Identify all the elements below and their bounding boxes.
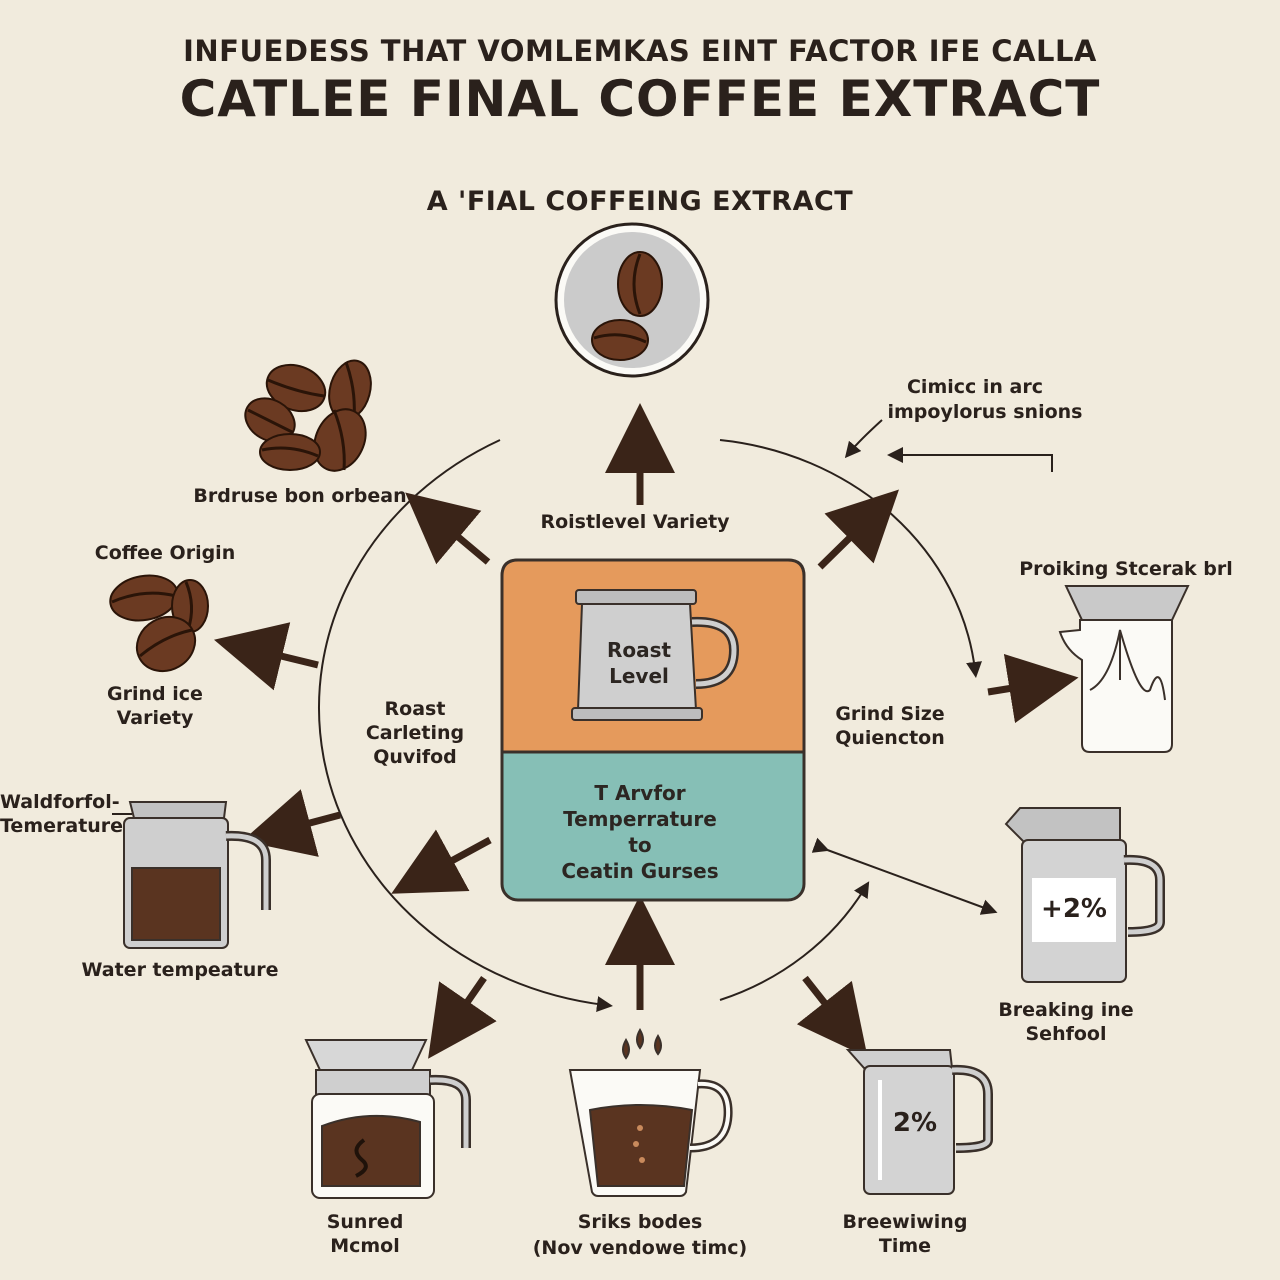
center-lower-line-4: Ceatin Gurses	[561, 859, 719, 883]
kettle-icon	[112, 801, 271, 949]
pitcher-right-badge: +2%	[1041, 894, 1107, 924]
label-cup-2: (Nov vendowe timc)	[532, 1237, 748, 1259]
label-roast-left-2: Carleting	[365, 722, 465, 744]
label-breaking-2: Sehfool	[1025, 1023, 1107, 1045]
arrow-upleft	[405, 492, 491, 565]
label-roast-left-3: Quvifod	[373, 746, 457, 768]
label-brewing-time-1: Breewiwing	[842, 1211, 968, 1233]
mug-icon	[571, 589, 740, 721]
arrow-to-left-mid	[391, 829, 492, 894]
center-lower-line-2: Temperrature	[563, 807, 717, 831]
note-arrow-straight	[887, 447, 1053, 472]
pitcher-right-icon	[1004, 807, 1165, 983]
label-kettle-left-1: Waldforfol-	[0, 791, 120, 813]
arrow-down-left	[428, 976, 497, 1059]
coffee-origin-beans-icon	[109, 574, 209, 673]
subtitle: A 'FIAL COFFEING EXTRACT	[426, 186, 854, 217]
label-kettle-left-2: Temerature	[0, 815, 124, 837]
label-grind-size-1: Grind Size	[835, 703, 945, 725]
center-lower-line-1: T Arvfor	[594, 781, 686, 805]
arrow-upright	[817, 489, 899, 570]
label-sunred-2: Mcmol	[330, 1235, 400, 1257]
label-roast-left-1: Roast	[384, 698, 446, 720]
label-breaking-1: Breaking ine	[998, 999, 1134, 1021]
label-grind-variety-2: Variety	[116, 707, 194, 729]
french-press-icon	[304, 1039, 471, 1199]
arrow-down-right	[796, 975, 868, 1058]
label-grind-variety-1: Grind ice	[107, 683, 203, 705]
label-brewing-time-2: Time	[878, 1235, 932, 1257]
mug-label-2: Level	[609, 664, 669, 688]
label-note-1: Cimicc in arc	[906, 376, 1043, 398]
cup-icon	[568, 1028, 733, 1197]
note-arrow-curved	[844, 419, 883, 459]
cycle-arc-left	[318, 439, 613, 1012]
arrow-left-lower	[242, 789, 341, 857]
label-coffee-origin: Coffee Origin	[94, 542, 236, 564]
pitcher-bottom-icon	[845, 1049, 993, 1195]
title-line-1: INFUEDESS THAT VOMLEMKAS EINT FACTOR IFE…	[183, 34, 1097, 68]
coffee-beans-cluster-icon	[244, 359, 372, 472]
label-beans-left: Brdruse bon orbean	[193, 485, 407, 507]
cycle-arc-right-bottom	[719, 881, 870, 1001]
label-top-center: Roistlevel Variety	[540, 511, 730, 533]
arrow-right	[987, 653, 1079, 724]
center-box	[500, 558, 806, 902]
title-line-2: CATLEE FINAL COFFEE EXTRACT	[179, 70, 1101, 128]
arrow-double-right	[811, 837, 998, 915]
label-grind-size-2: Quiencton	[835, 727, 945, 749]
coffee-bean-icon	[554, 222, 710, 378]
label-pour-over: Proiking Stcerak brl	[1019, 558, 1233, 580]
label-cup-1: Sriks bodes	[577, 1211, 703, 1233]
mug-label-1: Roast	[606, 638, 672, 662]
pitcher-bottom-badge: 2%	[892, 1108, 938, 1138]
pour-over-icon	[1058, 585, 1190, 753]
label-sunred-1: Sunred	[326, 1211, 404, 1233]
label-note-2: impoylorus snions	[887, 401, 1083, 423]
label-water-temp: Water tempeature	[81, 959, 279, 981]
center-lower-line-3: to	[628, 833, 652, 857]
arrow-left	[213, 622, 319, 691]
